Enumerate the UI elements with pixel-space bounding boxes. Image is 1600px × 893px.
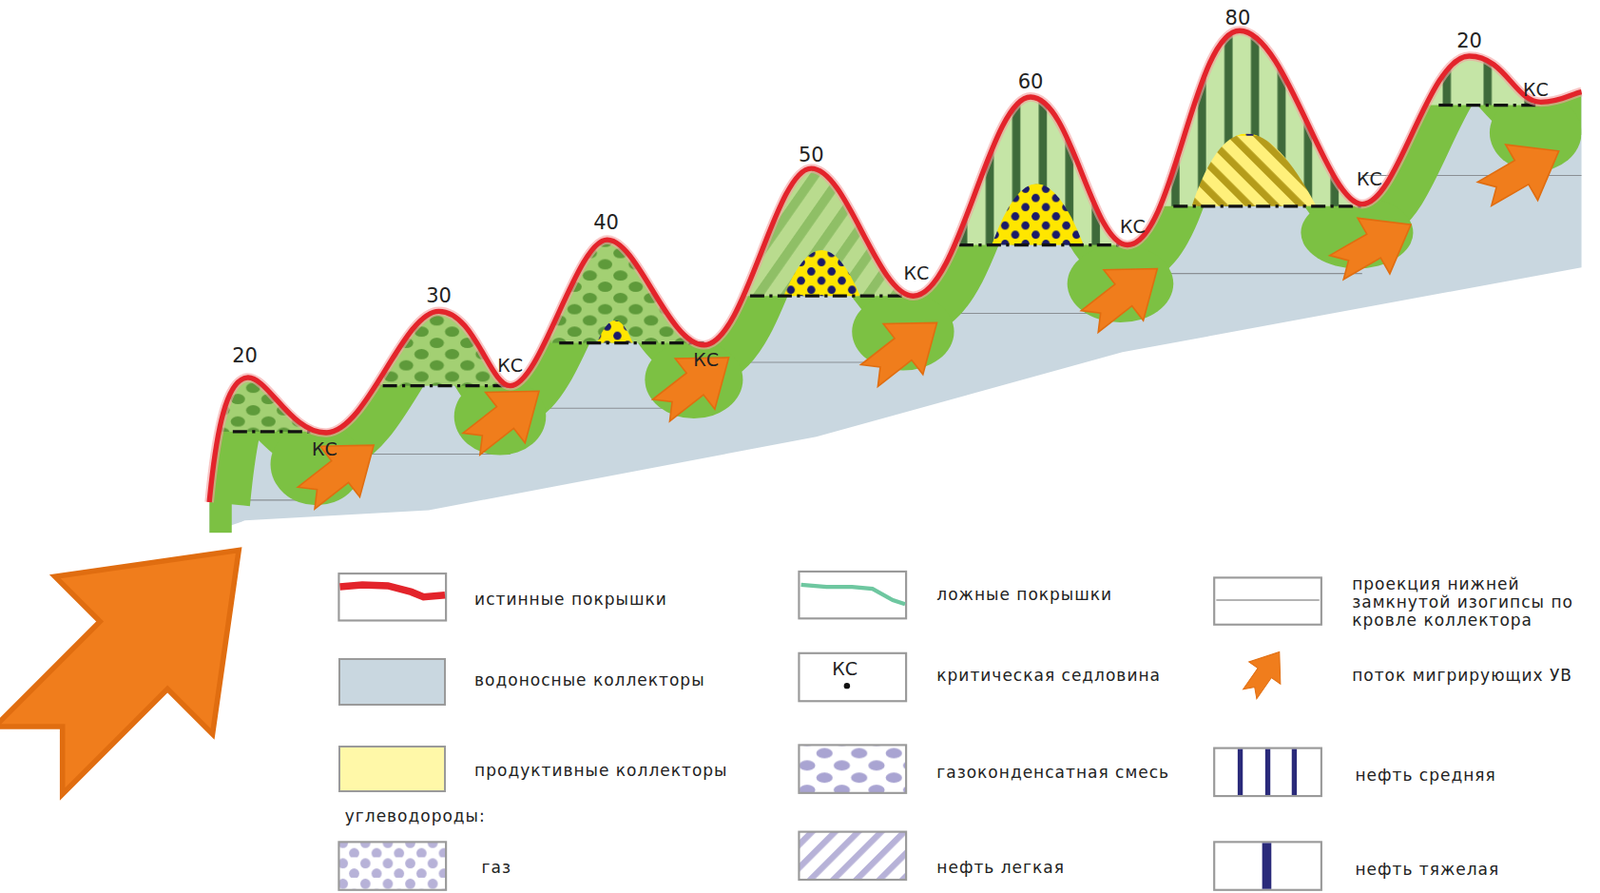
legend-text: нефть легкая [936, 858, 1065, 877]
legend-text: водоносные коллекторы [474, 671, 705, 690]
saddle-label: КС [497, 354, 523, 376]
elevation-number: 50 [798, 143, 825, 167]
saddle-label: КС [903, 262, 929, 284]
legend-text: нефть тяжелая [1354, 860, 1500, 879]
saddle-label: КС [1119, 215, 1146, 237]
elevation-number: 80 [1225, 6, 1252, 30]
saddle-label: КС [693, 348, 719, 370]
legend-heading: углеводороды: [345, 807, 486, 826]
saddle-label: КС [1356, 168, 1383, 190]
elevation-number: 30 [425, 284, 452, 308]
legend-text: проекция нижней замкнутой изогипсы по кр… [1351, 575, 1590, 630]
elevation-number: 20 [231, 344, 258, 367]
legend-swatch [338, 657, 446, 705]
saddle-label: КС [311, 438, 338, 460]
legend-text: критическая седловина [936, 666, 1161, 685]
legend-text: ложные покрышки [936, 585, 1113, 604]
elevation-number: 60 [1018, 70, 1044, 94]
saddle-label: КС [1522, 78, 1549, 100]
elevation-number: 20 [1456, 29, 1483, 53]
legend-text: продуктивные коллекторы [474, 761, 728, 780]
legend-text: нефть средняя [1354, 766, 1496, 785]
saddle-label: КС [831, 657, 858, 679]
elevation-number: 40 [593, 211, 619, 234]
legend-text: газ [481, 858, 512, 877]
legend-swatch [338, 745, 446, 792]
legend-text: поток мигрирующих УВ [1351, 666, 1573, 685]
legend-text: газоконденсатная смесь [936, 763, 1170, 782]
legend-text: истинные покрышки [474, 590, 668, 609]
